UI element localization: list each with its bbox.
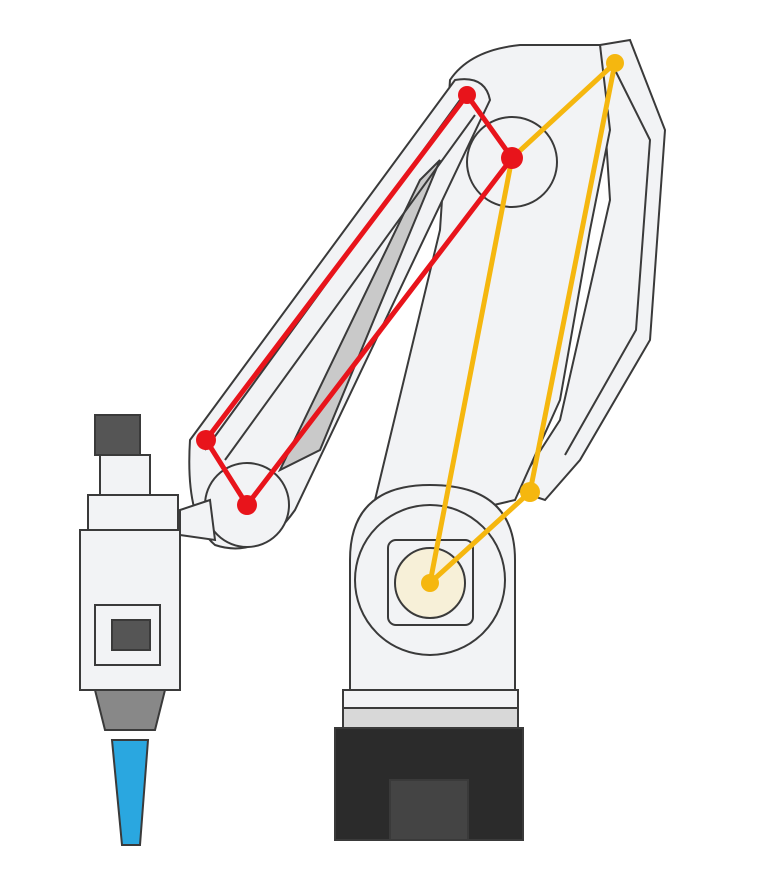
red-link-a: [464, 92, 515, 161]
yellow-linkage: [427, 60, 618, 586]
end-effector-window-inner: [111, 619, 151, 651]
yellow-joint: [520, 482, 540, 502]
yellow-joint: [421, 574, 439, 592]
yellow-link-a: [509, 60, 618, 161]
red-joint: [501, 147, 523, 169]
yellow-link-d: [427, 489, 533, 586]
red-joint: [458, 86, 476, 104]
red-link-b: [203, 92, 470, 443]
base-plinth-lower: [342, 707, 519, 729]
rear-link-inner: [564, 69, 652, 456]
wrist-bracket: [179, 498, 217, 542]
red-joint: [237, 495, 257, 515]
arm-body: [79, 38, 667, 846]
yellow-link-b: [527, 60, 618, 495]
red-linkage: [203, 92, 515, 508]
red-link-c: [244, 155, 515, 508]
tool-tip-icon: [110, 739, 150, 846]
red-joint: [196, 430, 216, 450]
end-effector-top: [94, 414, 141, 456]
rear-link: [513, 38, 667, 502]
end-effector-collar: [87, 494, 179, 531]
tool-holder: [93, 689, 167, 731]
motor-notch: [389, 779, 469, 841]
yellow-link-c: [427, 155, 515, 586]
joints: [196, 54, 624, 592]
base-plinth: [342, 689, 519, 709]
yellow-joint: [606, 54, 624, 72]
red-link-d: [203, 437, 250, 508]
end-effector-neck: [99, 454, 151, 496]
